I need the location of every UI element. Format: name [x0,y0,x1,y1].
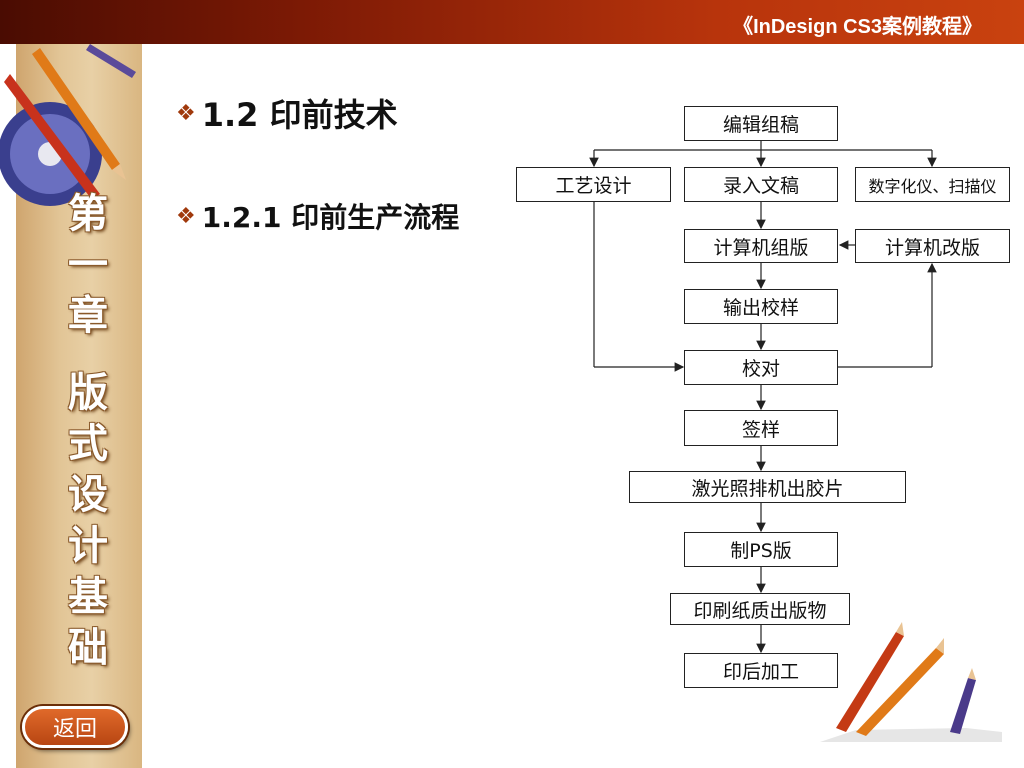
pencil-icon [950,678,976,734]
flow-node-craft: 工艺设计 [516,167,671,202]
book-title: 《InDesign CS3案例教程》 [733,16,982,38]
chapter-char: 础 [68,624,108,671]
heading-text: 1.2 印前技术 [201,96,398,134]
subheading-text: 1.2.1 印前生产流程 [201,201,460,234]
chapter-char: 章 [68,292,108,339]
flow-node-edit: 编辑组稿 [684,106,838,141]
flow-node-proof: 校对 [684,350,838,385]
section-heading: ❖ 1.2 印前技术 [176,90,398,136]
pencil-icon [856,648,944,736]
pencils-decoration [820,622,1002,742]
flow-node-digitize: 数字化仪、扫描仪 [855,167,1010,202]
flow-node-sign: 签样 [684,410,838,446]
chapter-char: 版 [68,369,108,416]
flow-node-plate: 制PS版 [684,532,838,567]
chapter-title-vertical: 第 一 章 版 式 设 计 基 础 [56,188,120,673]
flow-node-typeset: 计算机组版 [684,229,838,263]
chapter-char: 一 [68,241,108,288]
flow-node-laser: 激光照排机出胶片 [629,471,906,503]
chapter-char: 基 [68,573,108,620]
flow-node-print: 印刷纸质出版物 [670,593,850,625]
chapter-char: 式 [68,420,108,467]
top-bar: 《InDesign CS3案例教程》 [0,0,1024,44]
pencil-icon [836,632,904,732]
cd-pencil-decoration [0,44,136,212]
sidebar-edge [0,44,16,768]
chapter-char: 设 [68,471,108,518]
flow-node-finish: 印后加工 [684,653,838,688]
flow-node-revise: 计算机改版 [855,229,1010,263]
chapter-char: 第 [68,190,108,237]
flow-node-proof-output: 输出校样 [684,289,838,324]
back-button[interactable]: 返回 [22,706,128,748]
diamond-bullet-icon: ❖ [176,100,196,125]
chapter-char: 计 [68,522,108,569]
subsection-heading: ❖ 1.2.1 印前生产流程 [176,196,459,236]
flow-node-input: 录入文稿 [684,167,838,202]
diamond-bullet-icon: ❖ [176,203,196,228]
